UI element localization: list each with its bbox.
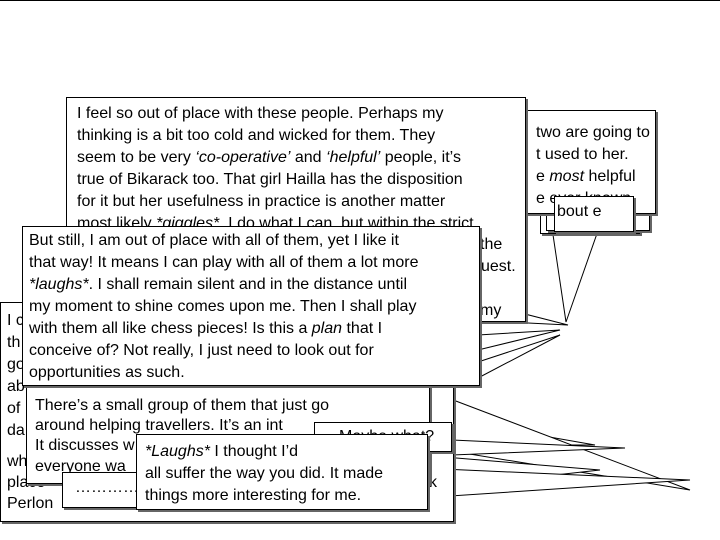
bubble-line: *Laughs* I thought I’d <box>145 443 299 460</box>
bubble-line: But still, I am out of place with all of… <box>29 232 399 249</box>
bubble-line: thinking is a bit too cold and wicked fo… <box>77 127 436 144</box>
bubble-front: But still, I am out of place with all of… <box>22 226 480 386</box>
bubble-line: I feel so out of place with these people… <box>77 105 444 122</box>
bubble-line: th <box>7 334 21 351</box>
bubble-line: my moment to shine comes upon me. Then I… <box>29 298 417 315</box>
bubble-line: all suffer the way you did. It made <box>145 465 384 482</box>
bubble-line: da <box>7 422 25 439</box>
bubble-line: bout e <box>557 203 602 220</box>
bubble-line: go <box>7 356 25 373</box>
bubble-line: *laughs*. I shall remain silent and in t… <box>29 276 408 293</box>
tail-rear-right <box>551 224 601 323</box>
bubble-laughs: *Laughs* I thought I’d all suffer the wa… <box>136 434 428 510</box>
bubble-line: There’s a small group of them that just … <box>35 397 330 414</box>
bubble-line: the <box>480 236 503 253</box>
bubble-line: for it but her usefulness in practice is… <box>77 193 446 210</box>
bubble-line: e most helpful <box>536 168 636 185</box>
bubble-line: seem to be very ‘co-operative’ and ‘help… <box>77 149 461 166</box>
bubble-line: of <box>7 400 21 417</box>
bubble-line: things more interesting for me. <box>145 487 362 504</box>
bubble-line: opportunities as such. <box>29 364 185 381</box>
bubble-line: true of Bikarack too. That girl Hailla h… <box>77 171 463 188</box>
bubble-line: t used to her. <box>536 146 629 163</box>
bubble-line: wh <box>7 453 28 470</box>
bubble-line: with them all like chess pieces! Is this… <box>29 320 383 337</box>
bubble-line: ab <box>7 378 25 395</box>
bubble-line: everyone wa <box>35 458 126 475</box>
ellipsis-line: ………… <box>75 479 139 496</box>
bubble-line: two are going to <box>536 124 650 141</box>
bubble-rear-right-fragment: bout e <box>554 196 634 232</box>
bubble-line: k <box>429 474 437 491</box>
bubble-line: around helping travellers. It’s an int <box>35 417 283 434</box>
bubble-line: It discusses w <box>35 437 135 454</box>
bubble-line: Perlon <box>7 495 54 512</box>
bubble-line: uest. <box>481 258 516 275</box>
bubble-line: my <box>480 302 502 319</box>
top-border-line <box>0 0 720 1</box>
bubble-line: I c <box>7 312 24 329</box>
bubble-line: that way! It means I can play with all o… <box>29 254 419 271</box>
bubble-line: conceive of? Not really, I just need to … <box>29 342 374 359</box>
